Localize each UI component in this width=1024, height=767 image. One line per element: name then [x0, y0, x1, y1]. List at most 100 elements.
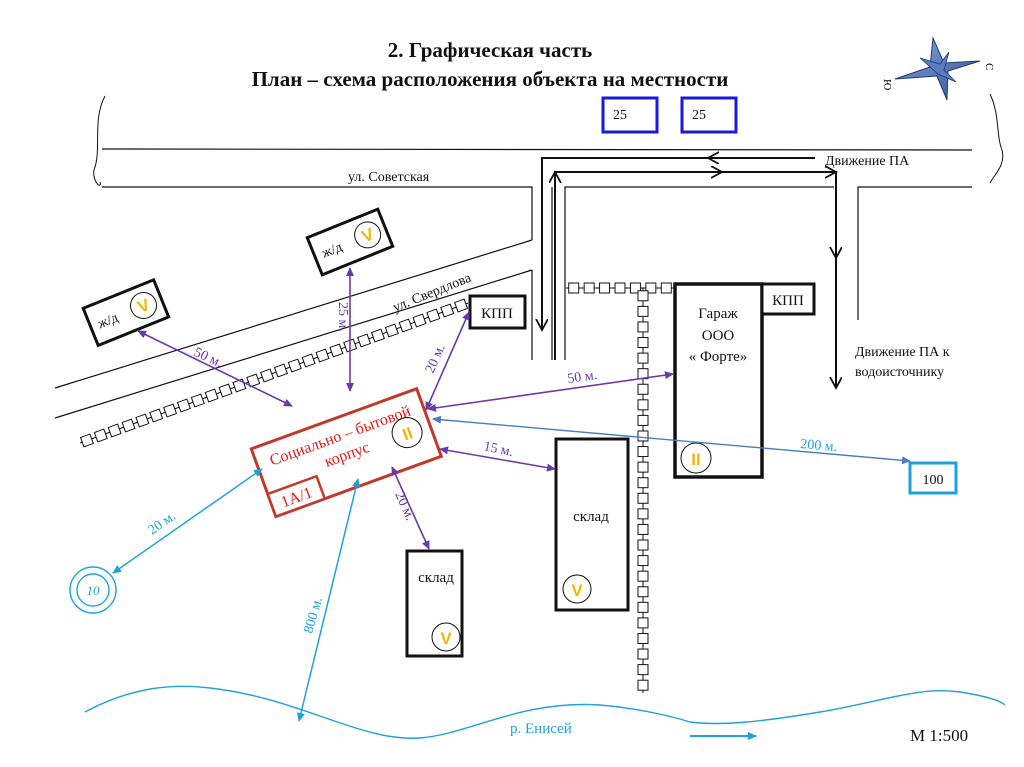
dist-label-warehouse-2: 15 м.	[482, 439, 514, 460]
compass-rose-icon: С Ю	[881, 36, 995, 101]
svg-text:100: 100	[923, 473, 944, 488]
fence-link	[637, 446, 649, 458]
fence-link	[599, 282, 611, 294]
fire-class-badge: II	[691, 450, 700, 469]
fence-link	[637, 648, 649, 660]
svg-text:25: 25	[692, 108, 706, 123]
hydrant-box-2: 25	[680, 96, 738, 134]
checkpoint-1: КПП	[468, 294, 527, 330]
fence-link	[79, 433, 94, 448]
fence-link	[637, 508, 649, 520]
fence-link	[637, 461, 649, 473]
dist-arrow-warehouse-2	[439, 446, 556, 472]
street-sverdlova	[54, 239, 533, 419]
fence-link	[637, 586, 649, 598]
fence-link	[107, 423, 122, 438]
svg-text:Гараж: Гараж	[698, 306, 738, 322]
fire-class-badge: V	[440, 629, 452, 648]
fence-link	[398, 318, 413, 333]
street-sovetskaya	[101, 148, 973, 360]
fence-link	[637, 492, 649, 504]
fence-link	[637, 477, 649, 489]
boundary-wave-right	[989, 93, 1004, 184]
dist-label-residential-1: 50 м.	[191, 345, 224, 371]
warehouse-2: склад V	[554, 437, 630, 612]
fence-link	[629, 282, 641, 294]
fence-link	[637, 601, 649, 613]
dist-arrow-residential-1	[137, 330, 293, 407]
fence-link	[454, 298, 469, 313]
svg-text:склад: склад	[418, 570, 454, 586]
boundary-wave-left	[93, 95, 106, 186]
fence-link	[583, 282, 595, 294]
fence-link	[426, 308, 441, 323]
river-yenisei	[84, 685, 1006, 739]
fence-link	[315, 348, 330, 363]
fence-link	[637, 399, 649, 411]
fence-link	[440, 303, 455, 318]
fence-link	[412, 313, 427, 328]
fence-link	[637, 430, 649, 442]
fence-link	[176, 398, 191, 413]
hydrant-box-1: 25	[601, 96, 659, 134]
fence-link	[637, 290, 649, 302]
dist-label-residential-2: 25 м.	[335, 302, 350, 332]
svg-text:25: 25	[613, 108, 627, 123]
fence-link	[637, 539, 649, 551]
fence-horizontal	[566, 282, 674, 294]
fence-link	[329, 343, 344, 358]
fence-link	[301, 353, 316, 368]
traffic-label: Движение ПА	[825, 154, 910, 169]
svg-text:« Форте»: « Форте»	[689, 349, 748, 365]
traffic-to-water-label-1: Движение ПА к	[855, 345, 950, 360]
title-line-2: План – схема расположения объекта на мес…	[252, 67, 729, 91]
hydrant-100: 100	[908, 461, 958, 495]
fence-link	[204, 388, 219, 403]
fence-link	[637, 570, 649, 582]
fence-link	[637, 414, 649, 426]
compass-south-label: Ю	[881, 79, 893, 90]
svg-text:ООО: ООО	[702, 328, 735, 344]
fence-link	[637, 337, 649, 349]
fence-link	[370, 328, 385, 343]
dist-label-reservoir: 20 м.	[146, 509, 179, 538]
dist-arrow-garage	[427, 371, 674, 412]
svg-text:КПП: КПП	[772, 293, 804, 309]
reservoir-10: 10	[69, 566, 117, 614]
dist-label-garage: 50 м.	[566, 368, 598, 387]
main-building: Социально – бытовой корпус 1А/1 II	[249, 386, 444, 519]
fence-link	[637, 352, 649, 364]
fence-link	[645, 282, 657, 294]
fence-link	[384, 323, 399, 338]
residential-building-1: ж/д V	[81, 277, 171, 348]
fence-link	[637, 321, 649, 333]
fence-link	[190, 393, 205, 408]
fence-link	[568, 282, 580, 294]
fence-link	[637, 617, 649, 629]
fence-link	[637, 664, 649, 676]
dist-arrow-warehouse-1	[391, 466, 430, 550]
scale-label: М 1:500	[910, 726, 968, 745]
fence-link	[135, 413, 150, 428]
title-line-1: 2. Графическая часть	[388, 38, 593, 62]
fence-link	[260, 368, 275, 383]
fence-link	[287, 358, 302, 373]
fence-link	[93, 428, 108, 443]
dist-label-river: 800 м.	[301, 596, 326, 636]
fence-link	[637, 632, 649, 644]
traffic-route	[542, 158, 836, 388]
dist-arrow-hydrant-100	[432, 415, 911, 465]
traffic-to-water-label-2: водоисточнику	[855, 365, 944, 380]
svg-text:склад: склад	[573, 509, 609, 525]
fence-link	[637, 679, 649, 691]
compass-north-label: С	[983, 63, 995, 70]
dist-arrow-reservoir	[112, 468, 263, 574]
fence-link	[149, 408, 164, 423]
fence-link	[637, 555, 649, 567]
river-label: р. Енисей	[510, 721, 572, 737]
fence-link	[218, 383, 233, 398]
fence-link	[357, 333, 372, 348]
fence-link	[637, 523, 649, 535]
fence-link	[660, 282, 672, 294]
